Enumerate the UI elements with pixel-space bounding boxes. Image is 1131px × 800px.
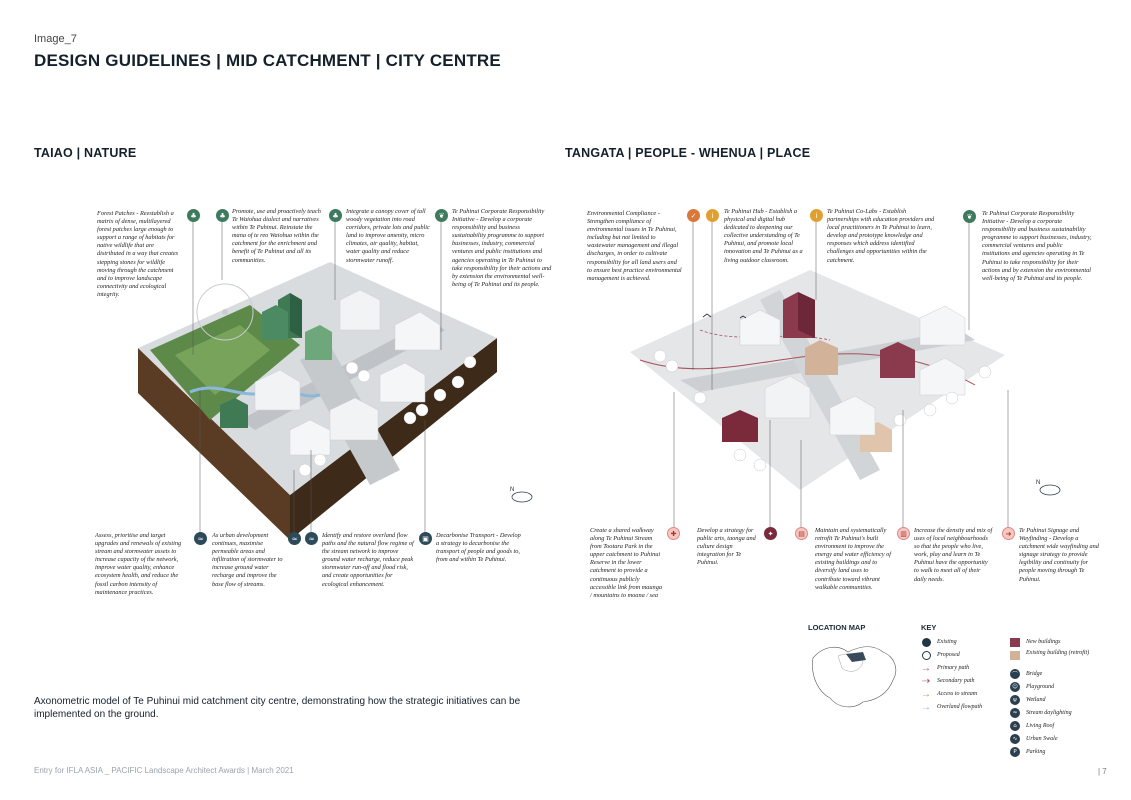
walk-icon: ✚	[667, 527, 680, 540]
note-public-arts: Develop a strategy for public arts, taon…	[697, 527, 756, 567]
image-label: Image_7	[34, 33, 77, 45]
figure-caption: Axonometric model of Te Puhinui mid catc…	[34, 696, 521, 720]
wetland-icon: ψ	[1010, 695, 1020, 705]
leaf-icon: ❦	[435, 209, 448, 222]
orange-arrow-icon: →	[921, 688, 931, 700]
key-item-secondary-path: ⇢ Secondary path	[921, 675, 975, 687]
key-item-existing: Existing	[921, 637, 957, 647]
tree-icon: ♣	[329, 209, 342, 222]
water-icon: ≈	[288, 532, 301, 545]
blue-arrow-icon: →	[921, 701, 931, 713]
key-item-existing-building: Existing building (retrofit)	[1010, 650, 1105, 660]
north-label-right: N	[1036, 480, 1041, 486]
key-item-proposed: Proposed	[921, 650, 960, 660]
north-label-left: N	[510, 487, 515, 493]
key-item-bridge: ⌒ Bridge	[1010, 669, 1042, 679]
key-item-overland-flowpath: → Overland flowpath	[921, 701, 983, 713]
secondary-arrow-icon: ⇢	[921, 675, 931, 687]
location-map	[812, 646, 897, 708]
primary-arrow-icon: →	[921, 662, 931, 674]
key-item-urban-swale: ∿ Urban Swale	[1010, 734, 1058, 744]
maroon-square-icon	[1010, 637, 1020, 647]
tree-icon: ♣	[187, 209, 200, 222]
key-item-parking: P Parking	[1010, 747, 1045, 757]
tree-icon: ♣	[216, 209, 229, 222]
roof-icon: ⌂	[1010, 721, 1020, 731]
page-number: | 7	[1098, 767, 1107, 776]
building-icon: ▤	[795, 527, 808, 540]
density-icon: ▥	[897, 527, 910, 540]
stream-icon: ≈	[1010, 708, 1020, 718]
water-icon: ≈	[194, 532, 207, 545]
swale-icon: ∿	[1010, 734, 1020, 744]
key-item-primary-path: → Primary path	[921, 662, 970, 674]
note-corporate-responsibility-left: Te Puhinui Corporate Responsibility Init…	[452, 208, 552, 288]
water-icon: ≈	[305, 532, 318, 545]
tan-square-icon	[1010, 650, 1020, 660]
key-item-living-roof: ⌂ Living Roof	[1010, 721, 1054, 731]
bridge-icon: ⌒	[1010, 669, 1020, 679]
note-shared-walkway: Create a shared walkway along Te Puhinui…	[590, 527, 662, 599]
location-map-title: LOCATION MAP	[808, 623, 866, 632]
note-signage-wayfinding: Te Puhinui Signage and Wayfinding - Deve…	[1019, 527, 1099, 583]
key-item-access-to-stream: → Access to stream	[921, 688, 978, 700]
compliance-icon: ✓	[687, 209, 700, 222]
hub-icon: i	[706, 209, 719, 222]
key-item-stream-daylighting: ≈ Stream daylighting	[1010, 708, 1072, 718]
page-title: DESIGN GUIDELINES | MID CATCHMENT | CITY…	[34, 51, 501, 70]
empty-dot-icon	[921, 650, 931, 660]
art-icon: ✦	[764, 527, 777, 540]
playground-icon: ☺	[1010, 682, 1020, 692]
key-item-new-buildings: New buildings	[1010, 637, 1061, 647]
note-retrofit-built-environment: Maintain and systematically retrofit Te …	[815, 527, 892, 591]
note-te-puhinui-co-labs: Te Puhinui Co-Labs - Establish partnersh…	[827, 208, 935, 264]
note-te-puhinui-hub: Te Puhinui Hub - Establish a physical an…	[724, 208, 803, 264]
leaf-icon: ❦	[963, 210, 976, 223]
colab-icon: i	[810, 209, 823, 222]
note-stormwater-assets: Assess, prioritise and target upgrades a…	[95, 532, 182, 596]
filled-dot-icon	[921, 637, 931, 647]
parking-icon: P	[1010, 747, 1020, 757]
note-decarbonise-transport: Decarbonise Transport - Develop a strate…	[436, 532, 521, 564]
key-title: KEY	[921, 623, 937, 632]
note-forest-patches: Forest Patches - Reestablish a matrix of…	[97, 210, 179, 298]
note-corporate-responsibility-right: Te Puhinui Corporate Responsibility Init…	[982, 210, 1092, 282]
note-te-reo-waiohua: Promote, use and proactively teach Te Wa…	[232, 208, 321, 264]
footer-text: Entry for IFLA ASIA _ PACIFIC Landscape …	[34, 766, 294, 775]
section-title-nature: TAIAO | NATURE	[34, 146, 137, 160]
section-title-people-place: TANGATA | PEOPLE - WHENUA | PLACE	[565, 146, 811, 160]
key-item-playground: ☺ Playground	[1010, 682, 1054, 692]
note-canopy-cover: Integrate a canopy cover of tall woody v…	[346, 208, 430, 264]
sign-icon: ➜	[1002, 527, 1015, 540]
key-item-wetland: ψ Wetland	[1010, 695, 1045, 705]
bus-icon: ▣	[419, 532, 432, 545]
note-density-mix: Increase the density and mix of uses of …	[914, 527, 993, 583]
note-environmental-compliance: Environmental Compliance - Strengthen co…	[587, 210, 682, 282]
note-permeable-areas: As urban development continues, maximise…	[212, 532, 283, 588]
note-overland-flow-paths: Identify and restore overland flow paths…	[322, 532, 414, 588]
